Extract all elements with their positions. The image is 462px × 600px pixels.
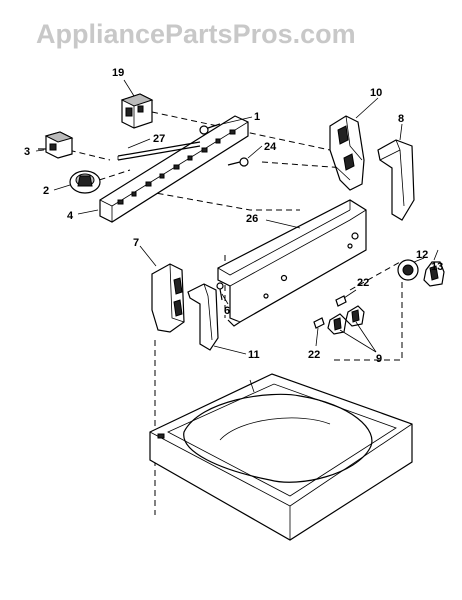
callout-24: 24	[264, 141, 277, 153]
part-7-end-bracket	[151, 263, 185, 333]
bracket-holes	[117, 129, 236, 205]
part-6-screw	[216, 282, 224, 301]
part-22-clip-upper	[335, 295, 347, 307]
callout-7: 7	[133, 237, 139, 249]
callout-8: 8	[398, 113, 404, 125]
callout-22-lower: 22	[308, 349, 320, 361]
watermark-text: AppliancePartsPros.com	[36, 19, 356, 49]
callout-2: 2	[43, 185, 49, 197]
callout-6: 6	[224, 305, 230, 317]
callout-22-upper: 22	[357, 277, 369, 289]
callout-9: 9	[376, 353, 382, 365]
part-12-knob-skirt	[397, 259, 419, 281]
part-1-screw	[199, 123, 221, 135]
part-10-end-bracket	[329, 115, 365, 191]
part-8-end-cap	[377, 139, 415, 221]
callout-4: 4	[67, 210, 74, 222]
callout-19: 19	[112, 67, 124, 79]
leader-lines	[35, 79, 439, 355]
part-9-knob-b	[345, 305, 365, 327]
part-11-end-cap	[187, 283, 219, 351]
callout-13: 13	[431, 261, 443, 273]
callout-3: 3	[24, 146, 30, 158]
part-4-mounting-bracket	[99, 115, 249, 223]
part-24-screw	[227, 157, 249, 167]
part-2-dial-switch	[69, 170, 101, 194]
part-27-rod	[117, 141, 201, 161]
part-13-knob	[423, 261, 445, 287]
callout-11: 11	[248, 349, 260, 361]
callout-26: 26	[246, 213, 258, 225]
part-22-clip-lower	[313, 317, 325, 329]
part-19-switch-module	[120, 93, 154, 129]
callout-1: 1	[254, 111, 260, 123]
part-9-knob-a	[327, 313, 347, 335]
part-3-rotary-switch	[38, 131, 74, 159]
callout-10: 10	[370, 87, 382, 99]
cabinet-top	[149, 373, 413, 541]
part-26-console-panel	[217, 199, 367, 327]
callout-labels: 19 1 27 24 3 2 4 10 8 26 7 12 13 22 6 11…	[24, 67, 443, 365]
callout-27: 27	[153, 133, 165, 145]
callout-12: 12	[416, 249, 428, 261]
